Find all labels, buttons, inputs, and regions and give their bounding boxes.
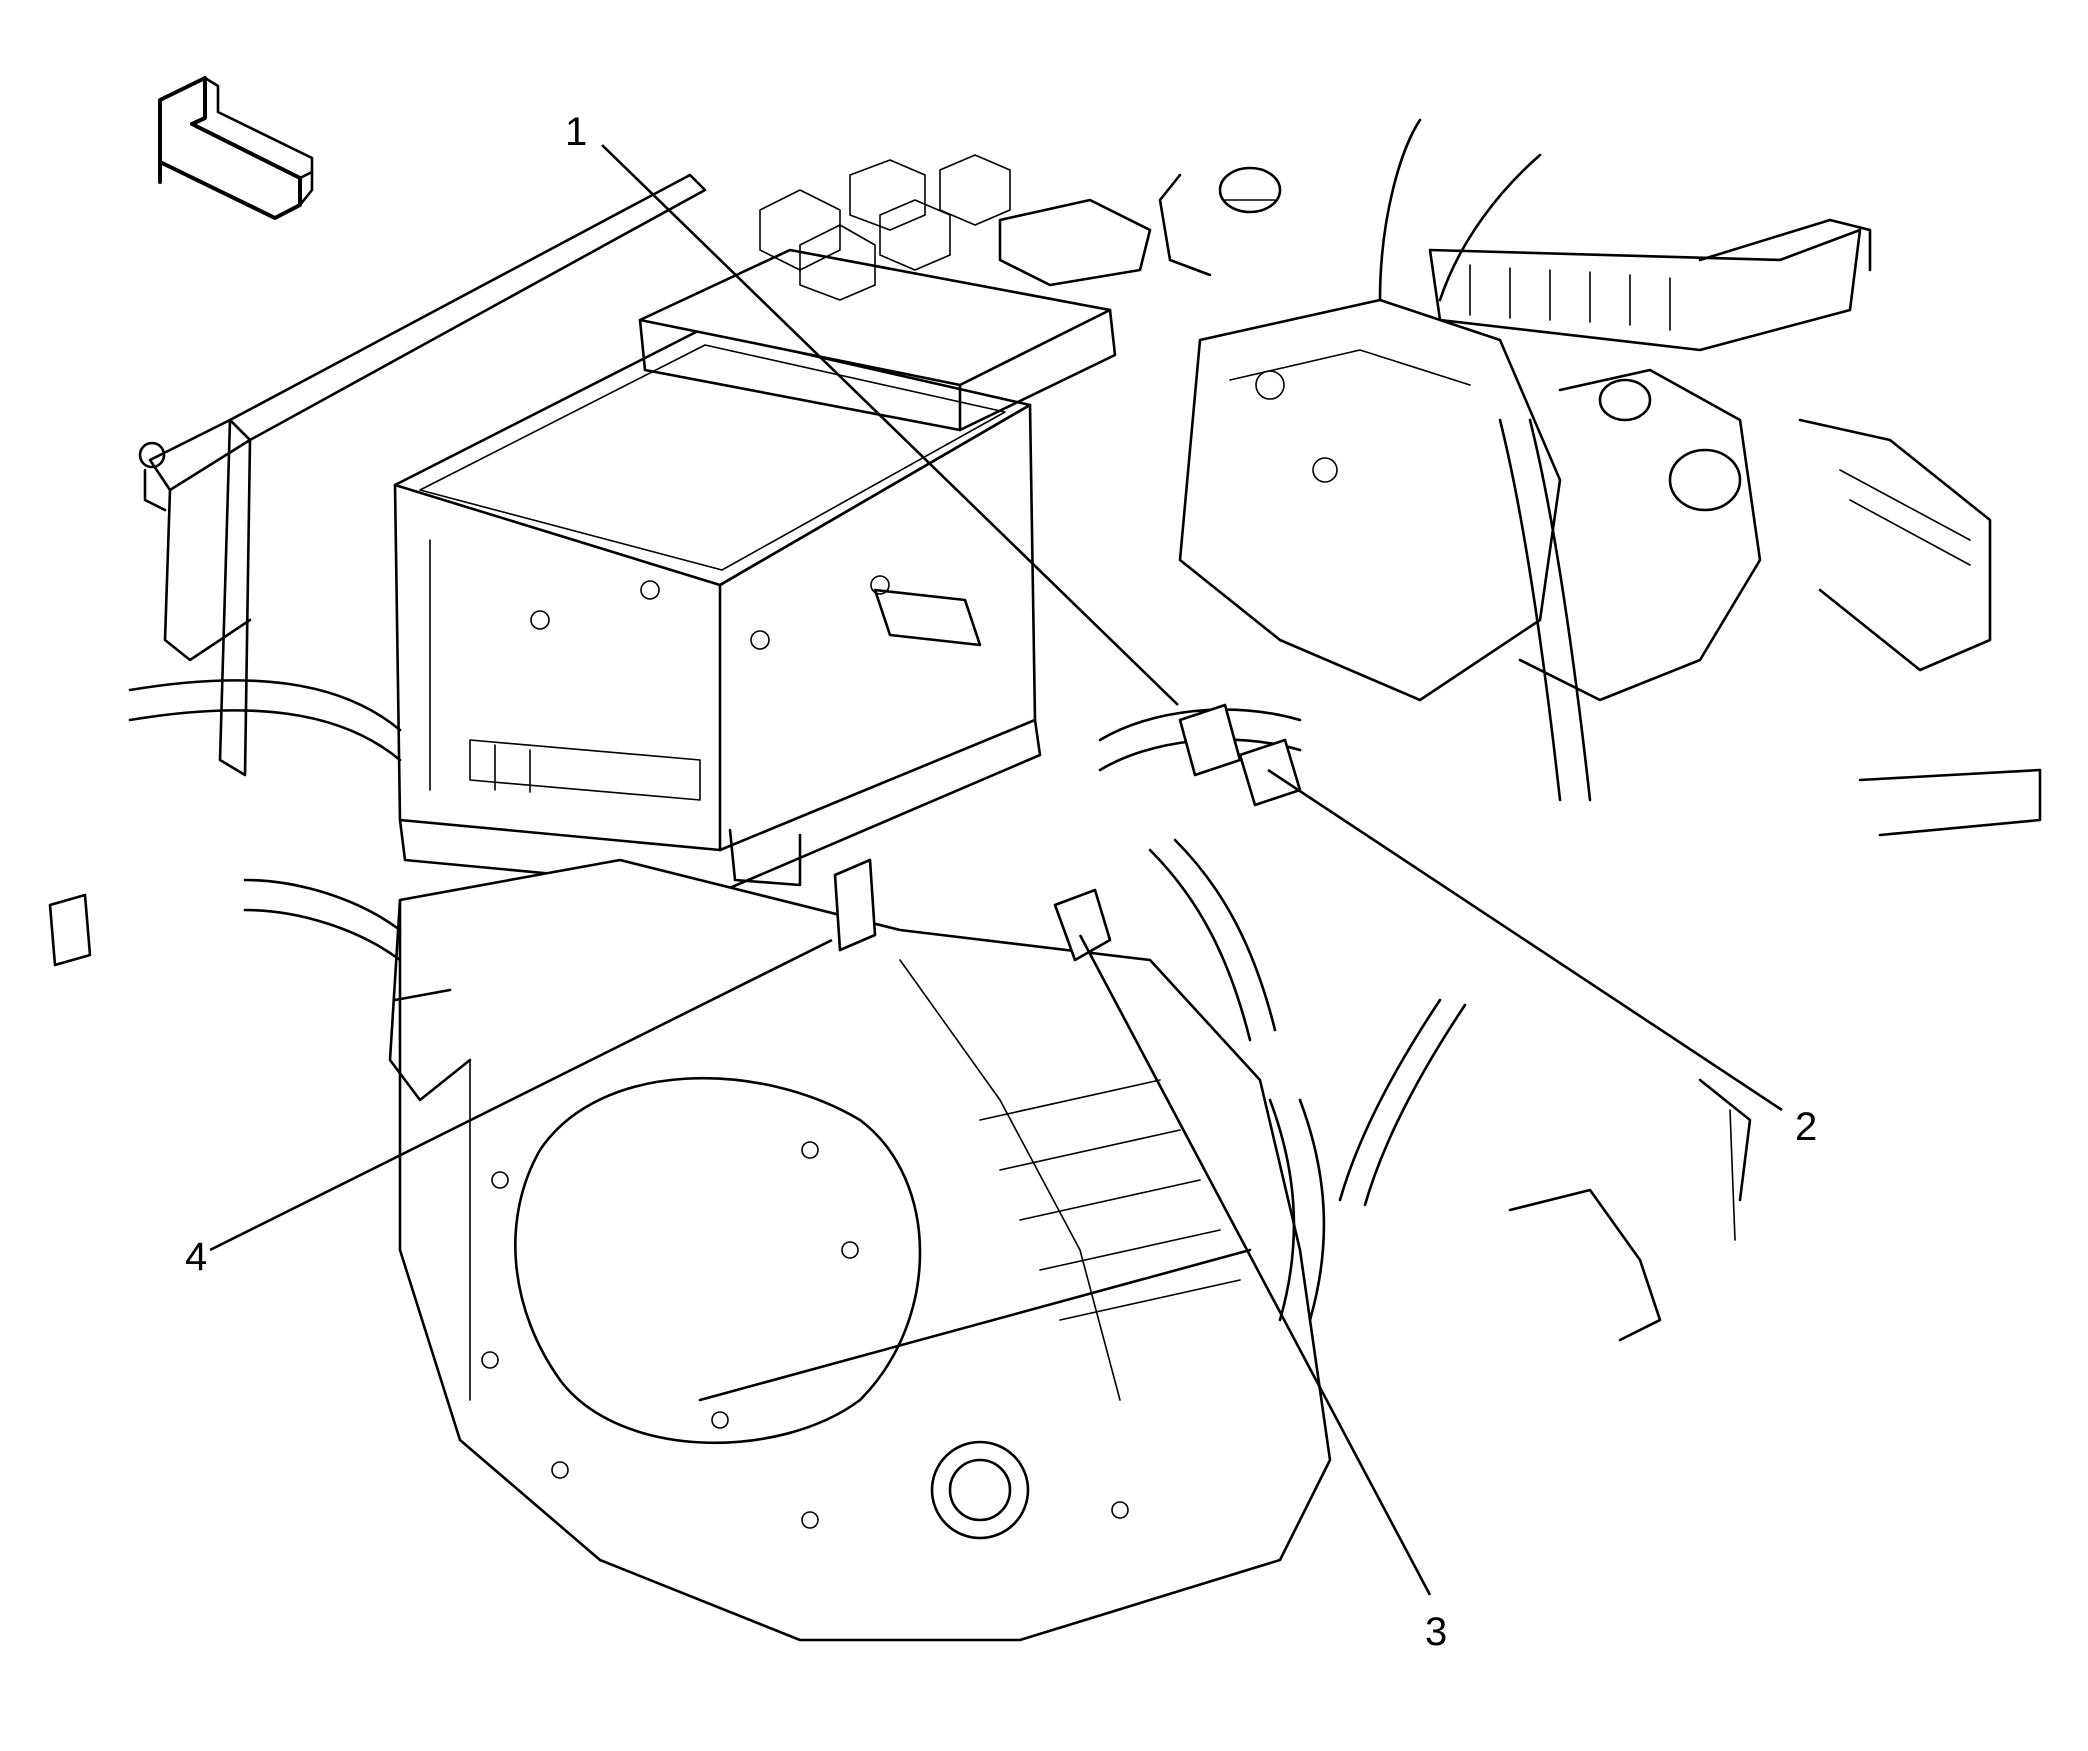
transmission-case: [398, 858, 1332, 1642]
front-direction-arrow-icon: [158, 76, 314, 220]
upper-relay-block: [638, 154, 1282, 432]
leader-line-2: [1267, 768, 1783, 1112]
radiator-frame: [138, 173, 707, 777]
leader-line-3: [1078, 934, 1432, 1596]
leader-line-4: [209, 938, 833, 1252]
callout-1: 1: [565, 110, 587, 154]
connectors: [48, 703, 1302, 967]
callout-3: 3: [1425, 1610, 1447, 1654]
leader-line-1: [601, 144, 1179, 706]
callout-2: 2: [1795, 1105, 1817, 1149]
callout-4: 4: [185, 1235, 207, 1279]
leader-lines: [209, 144, 1783, 1596]
intake-manifold: [1428, 218, 2042, 837]
transaxle-flange: [388, 898, 472, 1102]
power-inverter-module: [393, 328, 1042, 892]
lower-right-bracket: [1508, 1078, 1752, 1342]
engine-block: [1178, 298, 1762, 702]
